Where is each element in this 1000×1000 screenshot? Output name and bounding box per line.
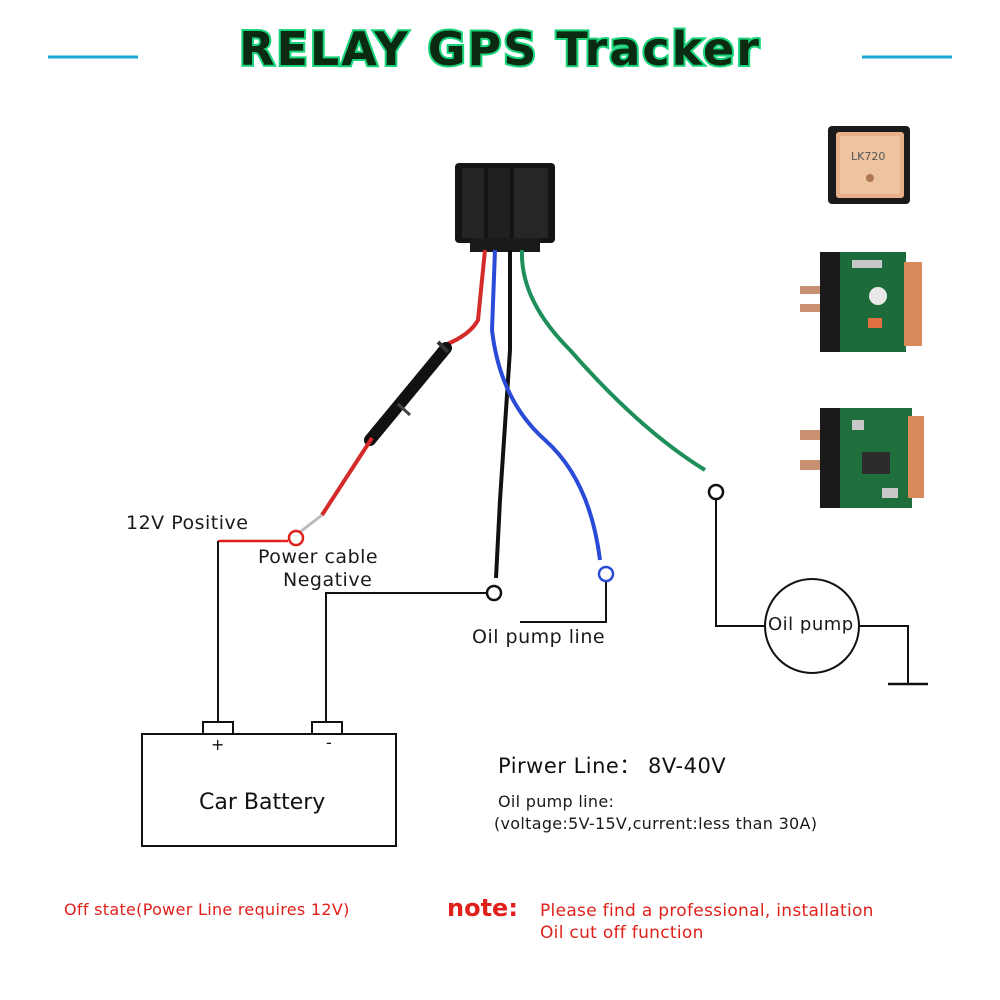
fuse-icon [364,340,452,446]
note-label: note: [447,894,518,922]
label-12v-positive: 12V Positive [126,512,249,534]
blue-wire [489,249,602,561]
terminal-negative [485,584,503,602]
red-wire [444,249,487,347]
page-title: RELAY GPS Tracker [237,20,761,78]
oil-pump-feed [715,500,766,627]
spec-oil-line-detail: (voltage:5V-15V,current:less than 30A) [494,814,818,833]
gps-module-icon [828,126,910,204]
black-wire [494,250,512,579]
relay-connector-icon [455,163,555,252]
battery-label: Car Battery [199,790,326,815]
battery-body [141,733,397,847]
battery-terminal-plus [202,721,234,735]
note-line-1: Please find a professional, installation [540,901,874,921]
oil-pump-line [520,582,607,623]
battery-terminal-minus [311,721,343,735]
note-line-2: Oil cut off function [540,923,704,943]
battery-plus-label: + [211,735,225,754]
relay-board-icon-2 [800,408,924,508]
red-wire-end [299,513,323,534]
terminal-blue [597,565,615,583]
terminal-positive [287,529,305,547]
relay-board-icon-1 [800,252,922,352]
label-oil-pump-line: Oil pump line [472,626,606,648]
green-wire [519,249,707,472]
terminal-green [707,483,725,501]
negative-line [325,592,486,722]
red-wire-lower [320,436,374,517]
battery-minus-label: - [326,733,332,752]
oil-pump-ground-line [859,625,909,684]
gps-module-label: LK720 [851,150,886,163]
spec-oil-line-title: Oil pump line: [498,792,615,811]
off-state-text: Off state(Power Line requires 12V) [64,900,350,919]
label-power-cable: Power cable [258,546,379,568]
label-oil-pump: Oil pump [768,614,854,635]
label-negative: Negative [283,569,373,591]
spec-power-line: Pirwer Line： 8V-40V [498,754,727,778]
